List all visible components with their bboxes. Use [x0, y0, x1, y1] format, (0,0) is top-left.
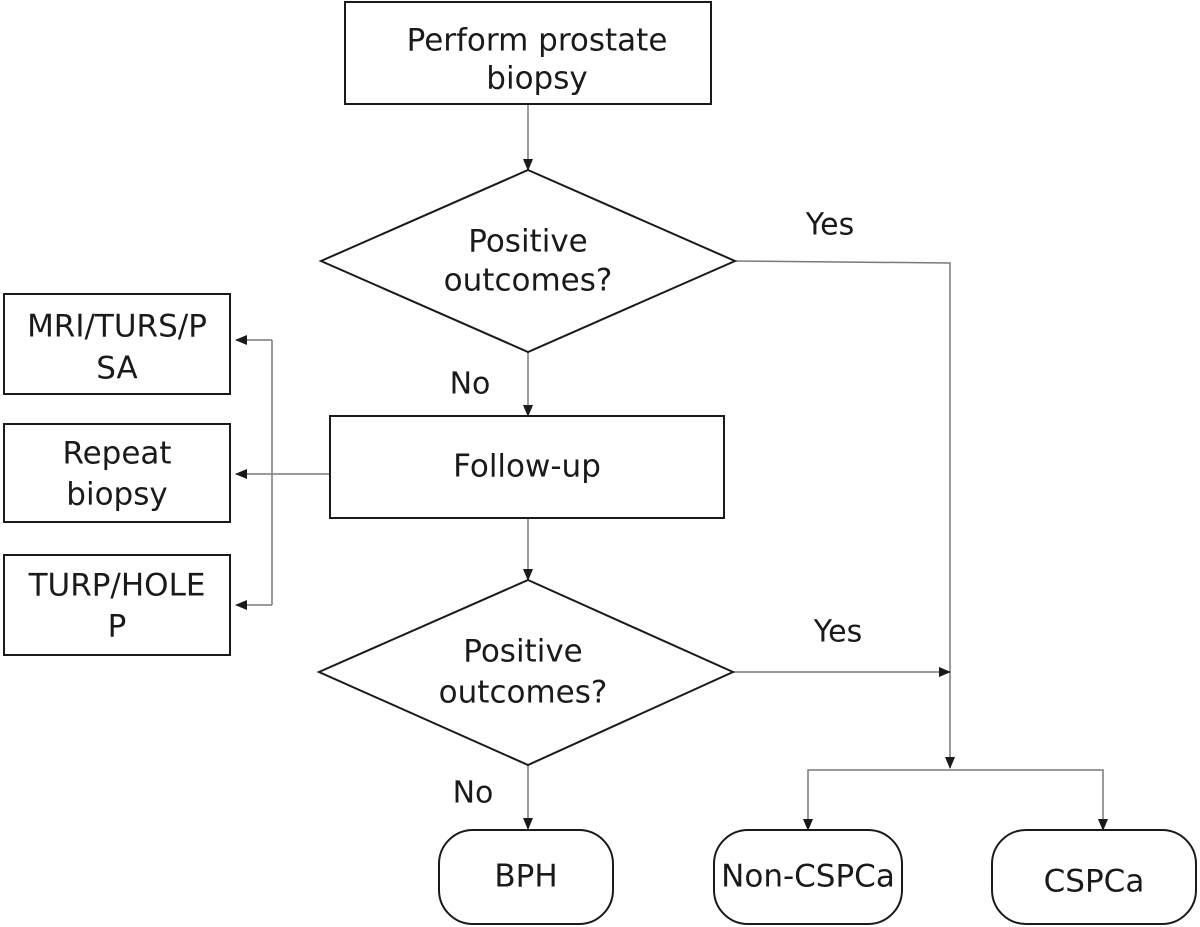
mri-label-line-1: MRI/TURS/P [27, 309, 207, 345]
node-repeat-biopsy: Repeat biopsy [3, 423, 231, 523]
edge-label-yes-2: Yes [813, 615, 862, 650]
cspca-terminal [991, 829, 1197, 925]
node-perform-biopsy: Perform prostate biopsy [344, 1, 712, 105]
turp-box [3, 554, 231, 656]
non-cspca-terminal [713, 829, 903, 925]
follow-up-label: Follow-up [453, 449, 601, 485]
node-mri-turs-psa: MRI/TURS/P SA [3, 293, 231, 395]
decision-1-label-line-1: Positive [468, 224, 588, 260]
split-to-non-cspca [803, 769, 950, 831]
node-turp-holep: TURP/HOLE P [3, 554, 231, 656]
edge-label-yes-1: Yes [805, 208, 854, 243]
decision-1: Positive outcomes? [318, 168, 738, 354]
decision-2-diamond [316, 578, 736, 767]
turp-label-line-2: P [108, 609, 127, 645]
node-cspca: CSPCa [991, 829, 1197, 925]
cspca-label: CSPCa [1044, 864, 1145, 900]
edge-label-no-1: No [450, 367, 491, 402]
non-cspca-label: Non-CSPCa [721, 859, 895, 895]
repeat-box [3, 423, 231, 523]
decision-1-label-line-2: outcomes? [444, 263, 613, 299]
node-follow-up: Follow-up [329, 415, 725, 519]
repeat-label-line-1: Repeat [62, 436, 171, 472]
split-to-cspca [950, 769, 1108, 831]
arrow-decision-1-yes [734, 260, 955, 769]
repeat-label-line-2: biopsy [66, 477, 167, 513]
bph-terminal [438, 829, 614, 925]
mri-box [3, 293, 231, 395]
connectors [235, 104, 1108, 831]
decision-2-label-line-1: Positive [463, 634, 583, 670]
node-bph: BPH [438, 829, 614, 925]
edge-labels: Yes No Yes No [450, 208, 863, 811]
decision-2: Positive outcomes? [316, 578, 736, 767]
follow-up-box [329, 415, 725, 519]
node-non-cspca: Non-CSPCa [713, 829, 903, 925]
bph-label: BPH [494, 859, 557, 895]
mri-label-line-2: SA [96, 351, 137, 387]
turp-label-line-1: TURP/HOLE [28, 568, 206, 604]
edge-label-no-2: No [453, 776, 494, 811]
decision-1-diamond [318, 168, 738, 354]
biopsy-label-line-2: biopsy [486, 61, 587, 97]
decision-2-label-line-2: outcomes? [439, 675, 608, 711]
biopsy-label-line-1: Perform prostate [407, 23, 668, 59]
biopsy-box [344, 1, 712, 105]
